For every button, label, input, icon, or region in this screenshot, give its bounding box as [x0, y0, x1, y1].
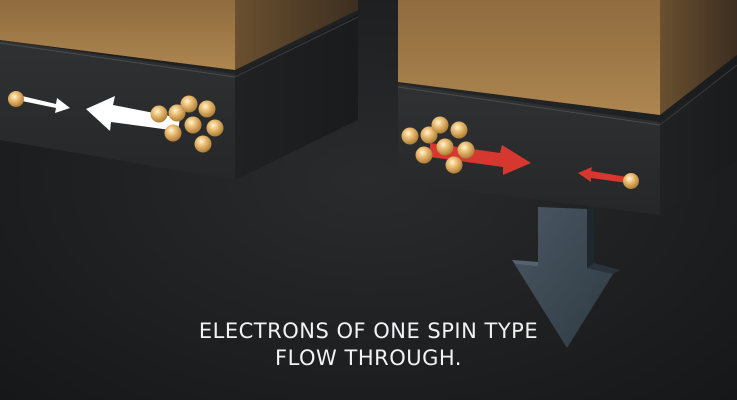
- caption: ELECTRONS OF ONE SPIN TYPE FLOW THROUGH.: [0, 318, 737, 372]
- left-electrons: [8, 91, 224, 153]
- caption-line-1: ELECTRONS OF ONE SPIN TYPE: [198, 319, 539, 343]
- left-gold-layer-front: [0, 0, 235, 70]
- left-stack: [0, 0, 359, 180]
- right-dark-layer-front: [398, 84, 660, 215]
- electron-single: [8, 91, 24, 107]
- right-arrow-small-icon: [22, 96, 70, 113]
- left-dark-layer-side: [235, 14, 358, 180]
- electron-single: [623, 173, 639, 189]
- down-arrow-icon: [512, 206, 620, 348]
- left-gold-layer-side: [235, 0, 358, 70]
- right-electrons: [401, 116, 639, 189]
- right-stack: [397, 0, 737, 215]
- right-arrow-large-icon: [430, 143, 531, 175]
- right-dark-layer-side: [660, 62, 737, 215]
- right-gold-layer-front: [398, 0, 660, 115]
- caption-line-2: FLOW THROUGH.: [275, 346, 462, 370]
- right-gold-layer-side: [660, 0, 737, 115]
- left-arrow-large-icon: [86, 96, 180, 131]
- left-arrow-small-icon: [578, 167, 627, 183]
